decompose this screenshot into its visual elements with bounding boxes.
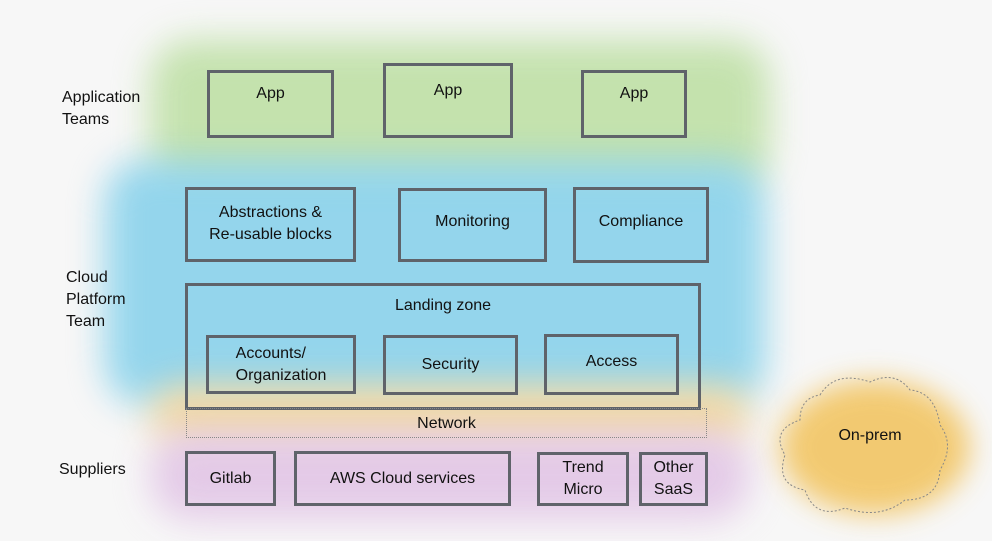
access-box[interactable]: Access [544,334,679,395]
box-text: Access [585,353,638,370]
network-box[interactable]: Network [186,408,707,438]
cloud-platform-team-label: Cloud Platform Team [66,267,126,333]
app-box-2[interactable]: App [383,63,513,138]
on-prem-wash [780,380,970,515]
box-text: Monitoring [435,213,510,230]
abstractions-box[interactable]: Abstractions & Re-usable blocks [185,187,356,262]
cloud-platform-wash [105,160,765,405]
box-text: Accounts/ [235,344,306,362]
label-line: Application [62,89,141,106]
label-line: Cloud [66,269,108,286]
box-text: Organization [235,366,327,384]
compliance-box[interactable]: Compliance [573,187,709,263]
landing-zone-title: Landing zone [394,297,492,314]
box-text: Gitlab [209,469,252,487]
box-text: Micro [563,481,603,498]
box-text: AWS Cloud services [329,469,476,487]
box-text: SaaS [653,481,694,498]
app-box-1[interactable]: App [207,70,334,138]
accounts-organization-box[interactable]: Accounts/ Organization [206,335,356,394]
box-text: Re-usable blocks [209,226,332,243]
app-label: App [256,85,285,102]
box-text: Abstractions & [218,204,323,221]
label-line: Team [66,313,106,330]
box-text: Security [421,356,480,373]
label-line: Platform [66,291,126,308]
aws-cloud-services-box[interactable]: AWS Cloud services [294,451,511,506]
on-prem-label: On-prem [838,427,902,444]
suppliers-label: Suppliers [59,461,126,478]
app-label: App [619,85,649,102]
on-prem-cloud-icon [779,377,948,513]
app-label: App [433,82,463,99]
label-line: Teams [62,111,110,128]
gitlab-box[interactable]: Gitlab [185,451,276,506]
box-text: Trend [562,459,604,476]
security-box[interactable]: Security [383,335,518,395]
monitoring-box[interactable]: Monitoring [398,188,547,262]
app-box-3[interactable]: App [581,70,687,138]
application-teams-label: Application Teams [62,87,140,131]
box-text: Other [653,459,694,476]
box-text: Compliance [598,213,684,230]
